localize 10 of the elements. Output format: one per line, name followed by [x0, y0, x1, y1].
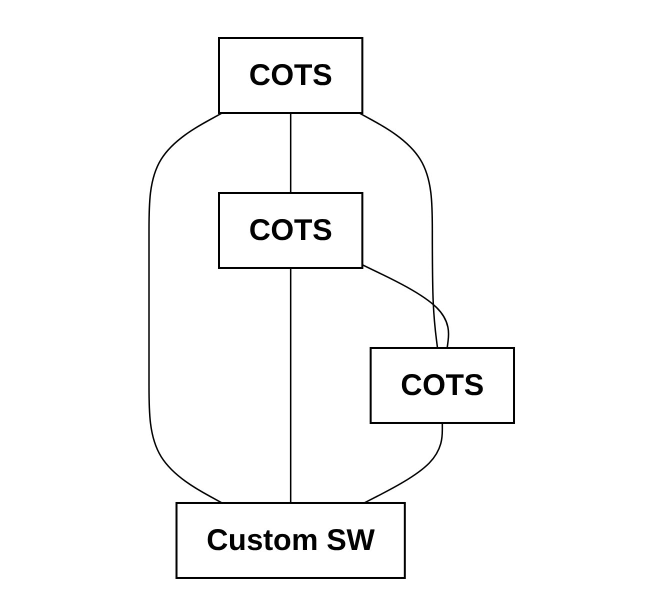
connector — [148, 112, 222, 504]
connector — [290, 268, 292, 503]
node-box: COTS — [218, 192, 364, 269]
connector — [364, 423, 444, 504]
connector — [358, 112, 438, 348]
node-box: Custom SW — [176, 502, 406, 579]
node-box: COTS — [218, 37, 364, 114]
node-box: COTS — [370, 347, 515, 424]
connector — [362, 264, 450, 348]
connector — [290, 113, 292, 193]
